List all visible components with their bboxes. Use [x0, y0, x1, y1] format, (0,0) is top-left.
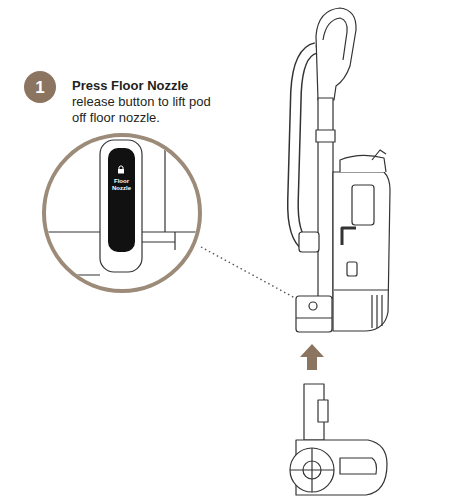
button-label: Floor Nozzle [108, 178, 135, 192]
pod-lid [340, 155, 386, 172]
hose [293, 48, 316, 246]
step-number: 1 [24, 71, 56, 103]
floor-nozzle [290, 384, 387, 495]
handle [316, 8, 356, 100]
nozzle-window [340, 458, 377, 474]
lock-body [118, 169, 124, 174]
lock-icon [116, 164, 126, 174]
lock-shackle [119, 166, 123, 169]
handle-grip [323, 18, 347, 60]
pod-vent [376, 295, 377, 328]
pod-seam [334, 289, 388, 290]
socket-seam [296, 317, 332, 318]
wheel [290, 448, 334, 492]
body-edge [164, 150, 165, 232]
callout-number: 1 [35, 79, 44, 96]
body-edge [40, 231, 100, 232]
button-frame [100, 140, 142, 272]
magnifier-ground [44, 135, 200, 291]
body-edge [142, 241, 175, 242]
hose-cuff [299, 232, 319, 252]
leader-line [201, 247, 295, 298]
release-button: Floor Nozzle [108, 148, 135, 252]
magnifier-ring [44, 135, 200, 291]
wand-clip [316, 130, 335, 142]
pod-vent [381, 295, 382, 326]
release-tab [347, 262, 357, 276]
step-heading: Press Floor Nozzle [72, 78, 232, 94]
wheel-spoke [290, 469, 334, 470]
wand [318, 98, 333, 298]
step-instruction: release button to lift pod off floor noz… [72, 94, 220, 126]
pod-vent [371, 295, 372, 328]
body-edge [40, 274, 100, 275]
nozzle-socket [296, 296, 332, 332]
vacuum-body [293, 8, 390, 332]
release-button [309, 302, 317, 310]
neck-latch [318, 400, 328, 422]
hose-outline [293, 48, 316, 246]
up-arrow [300, 344, 324, 370]
lid-latch [372, 150, 386, 160]
dust-cup [352, 185, 374, 225]
body-edge [174, 232, 175, 250]
carry-handle [342, 228, 356, 245]
pod-body [333, 172, 390, 331]
